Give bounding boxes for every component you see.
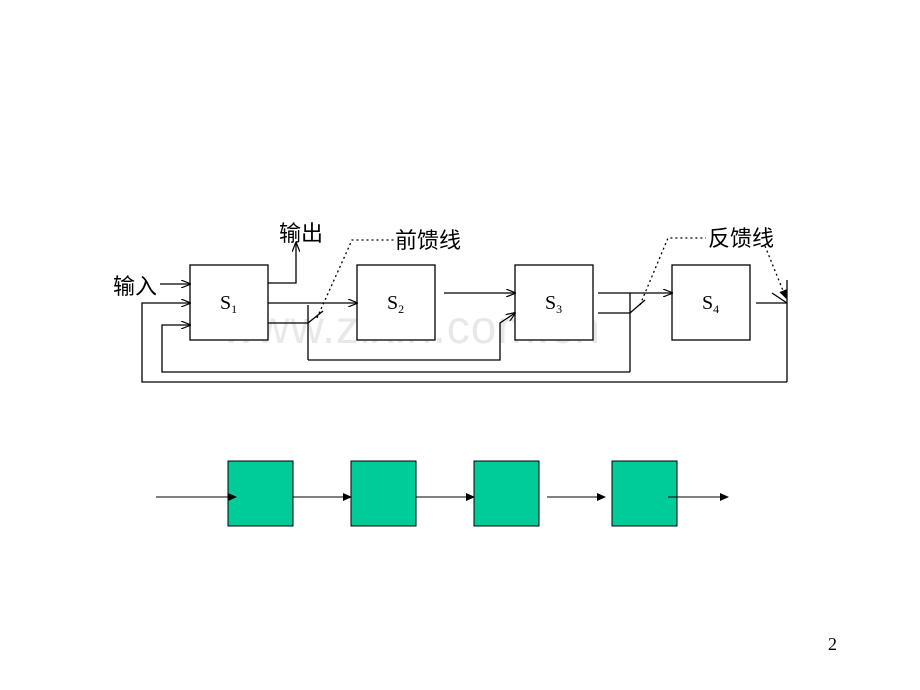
- page-number: 2: [828, 634, 837, 654]
- pipeline-block-1: [227, 460, 294, 527]
- feedback-leader-line-right: [764, 245, 787, 299]
- output-arrow: [268, 243, 296, 284]
- feedforward-bypass-arrow: [308, 313, 515, 361]
- stage-box-s3: [514, 264, 594, 341]
- inner-feedback-arrow: [161, 325, 630, 373]
- output-label: 输出: [279, 221, 323, 246]
- stage-label-s2: S2: [387, 292, 404, 316]
- feedback-label: 反馈线: [708, 226, 774, 251]
- pipeline-block-4: [611, 460, 678, 527]
- stage-box-s4: [671, 264, 751, 341]
- switch-2: [629, 299, 646, 314]
- feedforward-leader-line: [316, 239, 395, 319]
- pipeline-block-2: [350, 460, 417, 527]
- stage-label-s1: S1: [220, 292, 237, 316]
- pipeline-block-3: [473, 460, 540, 527]
- stage-box-s1: [189, 264, 269, 341]
- stage-box-s2: [356, 264, 436, 341]
- feedback-diagram: [141, 237, 788, 383]
- stage-label-s3: S3: [545, 292, 562, 316]
- stage-label-s4: S4: [702, 292, 719, 316]
- outer-feedback-arrow: [141, 303, 787, 383]
- switch-3: [771, 292, 788, 304]
- switch-1: [307, 310, 324, 324]
- pipeline-diagram: [156, 460, 729, 527]
- input-label: 输入: [113, 274, 157, 299]
- feedforward-label: 前馈线: [395, 228, 461, 253]
